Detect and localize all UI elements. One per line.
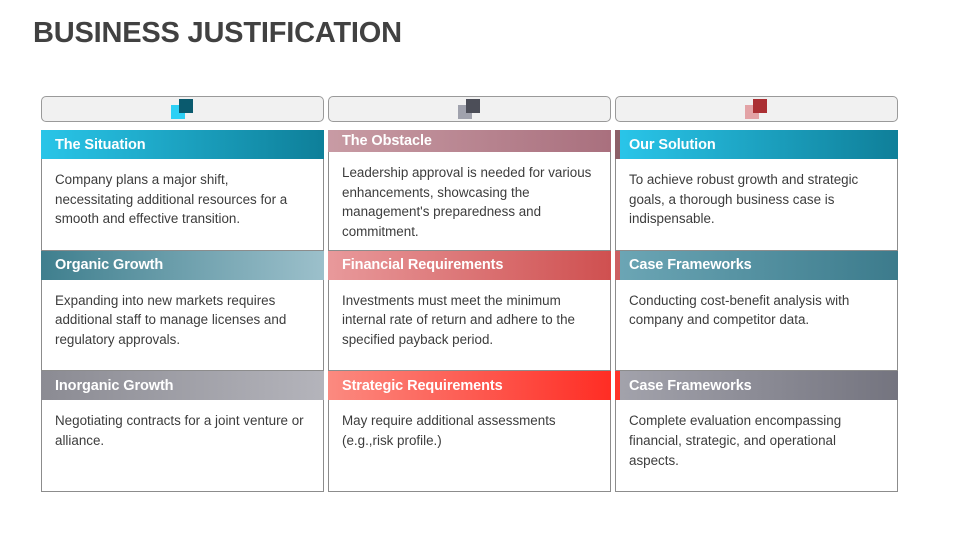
card-body-text: Investments must meet the minimum intern… xyxy=(328,279,611,372)
card-strategic-requirements: Strategic Requirements May require addit… xyxy=(328,371,611,493)
page-title: BUSINESS JUSTIFICATION xyxy=(33,17,402,49)
card-header: Strategic Requirements xyxy=(328,371,611,401)
card-header: Our Solution xyxy=(615,130,898,159)
card-heading: Case Frameworks xyxy=(629,377,752,394)
card-body-text: Complete evaluation encompassing financi… xyxy=(615,400,898,493)
column-the-situation: The Situation Company plans a major shif… xyxy=(41,96,324,493)
card-heading: Financial Requirements xyxy=(342,257,504,274)
card-header: The Situation xyxy=(41,130,324,159)
card-header: Financial Requirements xyxy=(328,250,611,280)
card-header: Case Frameworks xyxy=(615,371,898,401)
card-header: Inorganic Growth xyxy=(41,371,324,401)
icon-chip-column-2[interactable] xyxy=(328,96,611,122)
card-heading: The Obstacle xyxy=(342,133,432,150)
card-the-obstacle: The Obstacle Leadership approval is need… xyxy=(328,130,611,251)
icon-chip-column-1[interactable] xyxy=(41,96,324,122)
square-front-icon xyxy=(465,99,480,113)
card-body-text: May require additional assessments (e.g.… xyxy=(328,400,611,493)
square-front-icon xyxy=(752,99,767,113)
card-body-text: Leadership approval is needed for variou… xyxy=(328,152,611,251)
card-heading: Organic Growth xyxy=(55,257,164,274)
overlapping-squares-icon-red xyxy=(742,98,772,120)
card-body-text: To achieve robust growth and strategic g… xyxy=(615,159,898,251)
card-body-text: Expanding into new markets requires addi… xyxy=(41,279,324,372)
card-financial-requirements: Financial Requirements Investments must … xyxy=(328,250,611,372)
card-header: Case Frameworks xyxy=(615,250,898,280)
card-organic-growth: Organic Growth Expanding into new market… xyxy=(41,250,324,372)
overlapping-squares-icon-gray xyxy=(455,98,485,120)
square-front-icon xyxy=(178,99,193,113)
card-our-solution: Our Solution To achieve robust growth an… xyxy=(615,130,898,251)
card-heading: Our Solution xyxy=(629,136,716,153)
accent-bar xyxy=(615,130,620,159)
column-the-obstacle: The Obstacle Leadership approval is need… xyxy=(328,96,611,493)
icon-chip-column-3[interactable] xyxy=(615,96,898,122)
card-case-frameworks-1: Case Frameworks Conducting cost-benefit … xyxy=(615,250,898,372)
three-column-board: The Situation Company plans a major shif… xyxy=(41,96,920,493)
overlapping-squares-icon-cyan xyxy=(168,98,198,120)
card-body-text: Negotiating contracts for a joint ventur… xyxy=(41,400,324,493)
card-the-situation: The Situation Company plans a major shif… xyxy=(41,130,324,251)
card-header: Organic Growth xyxy=(41,250,324,280)
card-body-text: Company plans a major shift, necessitati… xyxy=(41,159,324,251)
accent-bar xyxy=(615,371,620,401)
card-body-text: Conducting cost-benefit analysis with co… xyxy=(615,279,898,372)
card-heading: Case Frameworks xyxy=(629,257,752,274)
card-header: The Obstacle xyxy=(328,130,611,153)
card-heading: The Situation xyxy=(55,136,146,153)
column-our-solution: Our Solution To achieve robust growth an… xyxy=(615,96,898,493)
card-heading: Strategic Requirements xyxy=(342,377,503,394)
card-heading: Inorganic Growth xyxy=(55,377,174,394)
card-case-frameworks-2: Case Frameworks Complete evaluation enco… xyxy=(615,371,898,493)
accent-bar xyxy=(615,250,620,280)
card-inorganic-growth: Inorganic Growth Negotiating contracts f… xyxy=(41,371,324,493)
